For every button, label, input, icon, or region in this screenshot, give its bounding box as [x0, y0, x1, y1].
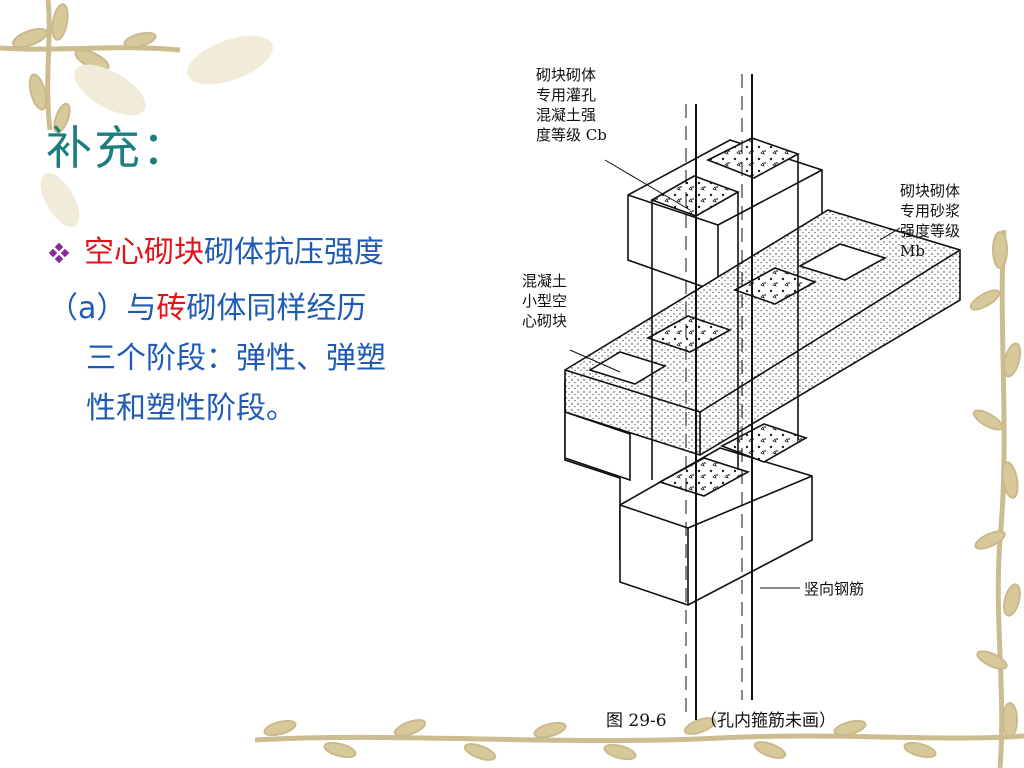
label-mortar-line4: Mb [900, 242, 925, 260]
vine-faint-left [40, 35, 273, 227]
label-rebar: 竖向钢筋 [804, 580, 864, 598]
diamond-bullet-icon [48, 242, 70, 264]
label-mortar-line3: 强度等级 [900, 222, 960, 240]
slide-title: 补充： [46, 121, 190, 175]
label-block: 混凝土 小型空 心砌块 [522, 272, 567, 330]
paragraph-line3: 性和塑性阶段。 [86, 391, 296, 426]
paragraph-highlight: 砖 [156, 291, 187, 326]
label-grout-line2: 专用灌孔 [536, 86, 596, 104]
paragraph-prefix: （a）与 [48, 291, 157, 326]
vine-top-left [0, 0, 181, 134]
paragraph-line2: 三个阶段：弹性、弹塑 [86, 341, 386, 376]
label-grout: 砌块砌体 专用灌孔 混凝土强 度等级 Cb [536, 66, 607, 144]
label-mortar-line2: 专用砂浆 [900, 202, 960, 220]
caption-figure: 图 29-6 [606, 711, 667, 731]
slide-body: 空心砌块砌体抗压强度 （a）与砖砌体同样经历 三个阶段：弹性、弹塑 性和塑性阶段… [48, 228, 498, 434]
diagram-drawing [564, 74, 961, 720]
paragraph-line1: 砌体同样经历 [186, 291, 367, 326]
label-mortar-line1: 砌块砌体 [900, 182, 960, 200]
bullet-item: 空心砌块砌体抗压强度 [48, 228, 498, 278]
masonry-diagram: 砌块砌体 专用灌孔 混凝土强 度等级 Cb 砌块砌体 专用砂浆 强度等级 Mb … [522, 66, 961, 731]
caption-note: （孔内箍筋未画） [700, 711, 836, 731]
vine-bottom [254, 717, 1024, 761]
label-block-line2: 小型空 [522, 292, 567, 310]
vine-right [969, 229, 1022, 768]
bullet-highlight: 空心砌块 [84, 235, 204, 270]
label-grout-line3: 混凝土强 [536, 106, 596, 124]
label-mortar: 砌块砌体 专用砂浆 强度等级 Mb [900, 182, 960, 260]
bullet-text: 砌体抗压强度 [204, 235, 384, 270]
label-grout-line1: 砌块砌体 [536, 66, 596, 84]
label-block-line3: 心砌块 [522, 312, 567, 330]
paragraph: （a）与砖砌体同样经历 三个阶段：弹性、弹塑 性和塑性阶段。 [48, 284, 498, 434]
label-grout-line4: 度等级 Cb [536, 126, 607, 144]
label-block-line1: 混凝土 [522, 272, 567, 290]
